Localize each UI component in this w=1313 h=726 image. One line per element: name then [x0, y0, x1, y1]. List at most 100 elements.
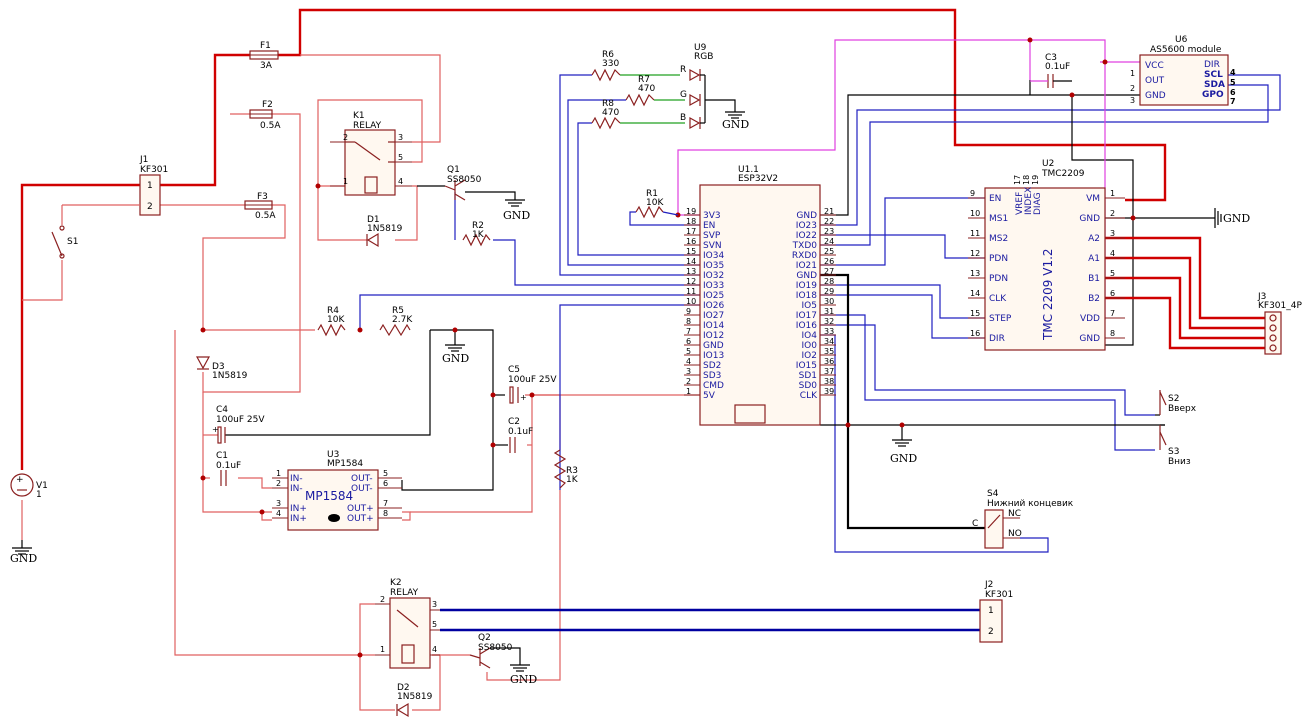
svg-text:IN-: IN-	[290, 484, 303, 494]
u9-ref: U9	[694, 43, 707, 53]
svg-text:7: 7	[383, 499, 388, 508]
svg-text:7: 7	[1230, 97, 1236, 106]
svg-text:SCL: SCL	[1204, 70, 1223, 80]
svg-text:2: 2	[1130, 84, 1135, 93]
r2-ref: R2	[472, 221, 484, 231]
esp-pin-name: IO32	[703, 271, 724, 281]
esp-pin-name: EN	[703, 221, 715, 231]
diode-d3: D3 1N5819	[195, 356, 248, 381]
d3-value: 1N5819	[212, 371, 248, 381]
svg-text:18: 18	[1022, 175, 1031, 185]
esp-pin-name: IO4	[802, 331, 818, 341]
svg-text:2: 2	[343, 133, 348, 142]
svg-text:6: 6	[1230, 88, 1236, 97]
u2-pin-name: A2	[1088, 234, 1100, 244]
esp-pin-num: 3	[686, 367, 691, 376]
k1-value: RELAY	[353, 121, 382, 131]
r6-value: 330	[602, 59, 619, 69]
d1-ref: D1	[367, 215, 380, 225]
u2-pin-name: VDD	[1080, 314, 1100, 324]
u2-value: TMC2209	[1041, 169, 1085, 179]
svg-text:GND: GND	[503, 209, 530, 222]
svg-text:1: 1	[343, 177, 348, 186]
j3-ref: J3	[1257, 292, 1266, 302]
svg-text:4: 4	[432, 645, 437, 654]
esp-pin-num: 27	[824, 267, 834, 276]
esp-pin-name: RXD0	[792, 251, 817, 261]
j2-ref: J2	[984, 580, 993, 590]
r1-ref: R1	[646, 189, 658, 199]
j1-value: KF301	[140, 165, 168, 175]
c4-value: 100uF 25V	[216, 415, 265, 425]
u2-pin-name: A1	[1088, 254, 1100, 264]
svg-text:GND: GND	[10, 552, 37, 565]
svg-text:1: 1	[1130, 69, 1135, 78]
fuse-f1-ref: F1	[260, 41, 271, 51]
u2-pin-num: 10	[970, 209, 980, 218]
diode-d1: D1 1N5819	[366, 215, 403, 248]
v1-ref: V1	[36, 481, 48, 491]
esp-pin-name: IO5	[802, 301, 817, 311]
r4-value: 10K	[327, 315, 345, 325]
driver-u2: VREF INDEX DIAG 17 18 19 TMC 2209 V1.2 U…	[968, 159, 1125, 351]
esp-pin-name: SD3	[703, 371, 721, 381]
esp-pin-num: 34	[824, 337, 834, 346]
capacitor-c4: + C4 100uF 25V	[203, 405, 265, 444]
svg-text:4: 4	[276, 509, 281, 518]
fuse-f3: F3 0.5A	[244, 192, 276, 221]
s2-value: Вверх	[1168, 404, 1197, 414]
limit-switch-s4: C NC NO S4 Нижний концевик	[972, 489, 1074, 549]
u2-ref: U2	[1042, 159, 1054, 169]
svg-text:2: 2	[276, 479, 281, 488]
esp-pin-name: IO35	[703, 261, 724, 271]
esp-pin-num: 24	[824, 237, 834, 246]
s2-ref: S2	[1168, 394, 1179, 404]
svg-text:DIAG: DIAG	[1033, 192, 1043, 215]
u2-pin-num: 11	[970, 229, 980, 238]
u2-body-text: TMC 2209 V1.2	[1041, 248, 1055, 341]
gnd-s: GND	[890, 439, 917, 465]
esp-pin-num: 36	[824, 357, 834, 366]
svg-text:OUT-: OUT-	[351, 484, 373, 494]
u2-pin-num: 7	[1110, 309, 1115, 318]
svg-text:1: 1	[988, 606, 994, 616]
svg-text:INDEX: INDEX	[1024, 187, 1034, 215]
svg-text:5: 5	[398, 153, 403, 162]
s3-value: Вниз	[1168, 457, 1191, 467]
svg-text:+: +	[212, 425, 219, 434]
r8-value: 470	[602, 108, 619, 118]
k2-value: RELAY	[390, 588, 419, 598]
r5-value: 2.7K	[392, 315, 413, 325]
svg-text:4: 4	[1230, 68, 1236, 77]
c3-value: 0.1uF	[1045, 62, 1070, 72]
c1-ref: C1	[216, 451, 228, 461]
v1-value: 1	[36, 490, 42, 500]
svg-text:OUT+: OUT+	[347, 504, 374, 514]
r8-ref: R8	[602, 99, 614, 109]
d2-ref: D2	[397, 683, 410, 693]
esp-pin-name: IO34	[703, 251, 724, 261]
esp-pin-name: 5V	[703, 391, 716, 401]
esp-pin-num: 35	[824, 347, 834, 356]
u2-pin-name: VM	[1086, 194, 1100, 204]
j3-value: KF301_4P	[1258, 301, 1302, 311]
svg-text:5: 5	[432, 620, 437, 629]
u2-pin-num: 14	[970, 289, 980, 298]
esp-pin-name: GND	[796, 271, 817, 281]
capacitor-c1: C1 0.1uF	[216, 451, 241, 486]
j2-value: KF301	[985, 590, 1013, 600]
r4-ref: R4	[327, 306, 339, 316]
r6-ref: R6	[602, 50, 614, 60]
esp-pin-name: IO17	[796, 311, 817, 321]
switch-s3: S3 Вниз	[1159, 425, 1191, 467]
u2-pin-num: 13	[970, 269, 980, 278]
esp-pin-num: 13	[686, 267, 696, 276]
u2-pin-name: MS2	[989, 234, 1008, 244]
u2-pin-name: GND	[1079, 214, 1100, 224]
fuse-f2-value: 0.5A	[260, 121, 281, 131]
esp-pin-num: 39	[824, 387, 834, 396]
svg-text:VCC: VCC	[1145, 61, 1164, 71]
resistor-r4: R4 10K	[317, 306, 346, 337]
module-u3: 1 2 3 4 IN- IN- IN+ IN+ 5 6 7 8 OUT- OUT…	[272, 450, 402, 531]
